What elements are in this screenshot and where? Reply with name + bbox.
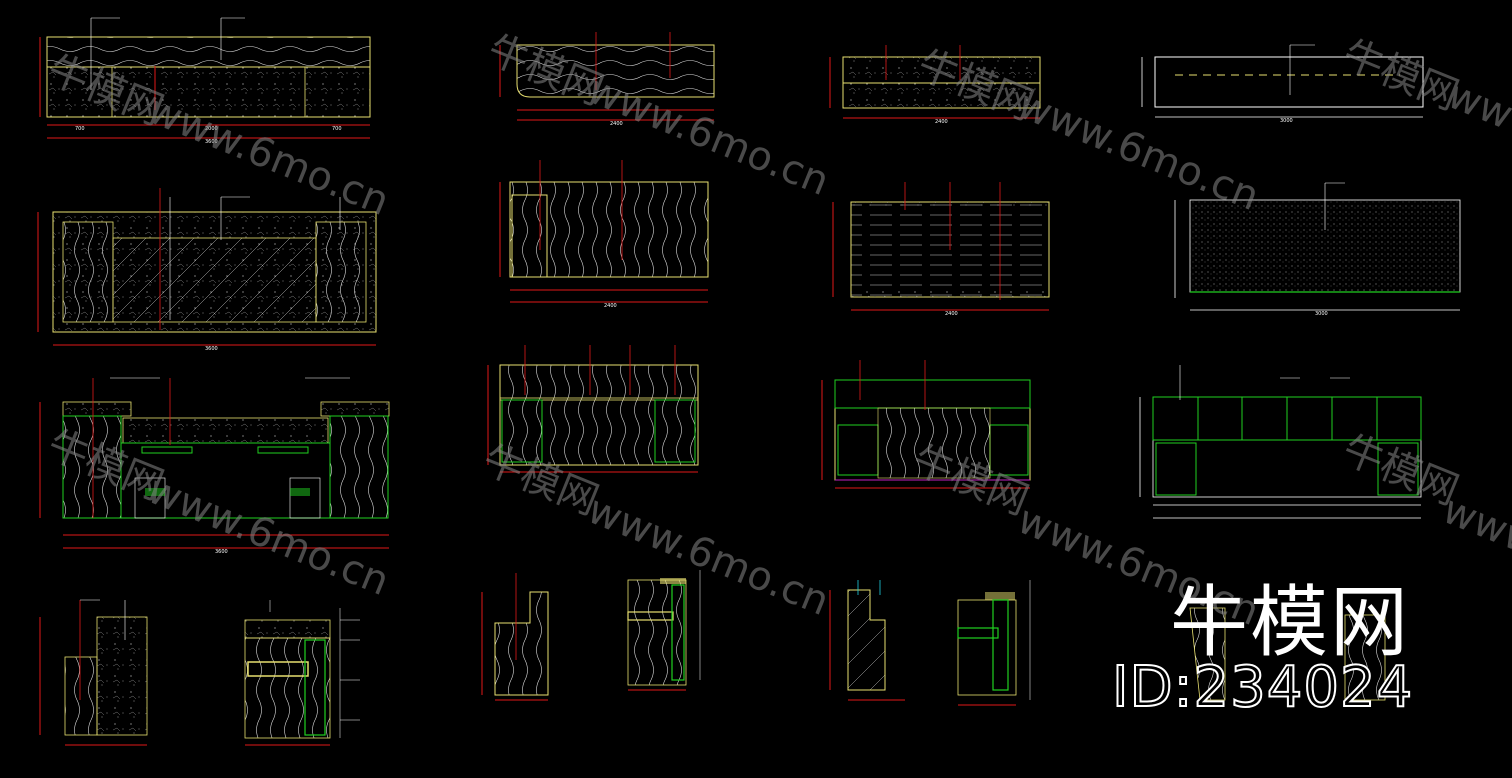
drawing-top-left-elevation: 700 2000 700 3600 — [39, 17, 371, 145]
drawing-far-right-stone: 3000 — [1174, 182, 1461, 317]
drawing-right-top: 2400 — [829, 45, 1041, 125]
drawing-mid-section-a — [481, 573, 549, 701]
drawing-far-right-top: 3000 — [1141, 44, 1424, 124]
drawing-front-elevation: 3600 — [39, 377, 390, 555]
dim-elev-total: 3600 — [215, 549, 228, 555]
dim-far-right-total-2: 3000 — [1315, 311, 1328, 317]
drawing-side-section-left — [39, 599, 148, 746]
dim-top-left-mid: 2000 — [205, 126, 218, 132]
watermark-brand-3: 牛模网 — [911, 42, 1039, 130]
dim-plan-total: 3600 — [205, 346, 218, 352]
watermark-url-3: www.6mo.cn — [1011, 82, 1265, 220]
drawing-right-section-a — [829, 580, 905, 701]
drawing-counter-section-1 — [244, 600, 360, 746]
dim-mid-total-1: 2400 — [610, 121, 623, 127]
drawing-right-section-b — [957, 580, 1031, 706]
dim-right-total-1: 2400 — [935, 119, 948, 125]
dim-top-left-side-2: 700 — [332, 126, 342, 132]
drawing-plan-view: 3600 — [37, 188, 377, 352]
drawing-mid-back — [487, 345, 699, 473]
drawing-far-right-cabinet — [1139, 365, 1422, 519]
drawing-mid-section-b — [627, 570, 701, 691]
dim-far-right-total-1: 3000 — [1280, 118, 1293, 124]
brand-id-text: ID:234024 — [1111, 654, 1414, 721]
drawing-right-side: 2400 — [832, 182, 1050, 317]
dim-right-total-2: 2400 — [945, 311, 958, 317]
drawing-right-back — [821, 360, 1031, 489]
watermark-url-6: www.6mo.cn — [581, 487, 835, 625]
dim-mid-total-2: 2400 — [604, 303, 617, 309]
watermark-brand-2: 牛模网 — [481, 27, 609, 115]
dim-top-left-side-1: 700 — [75, 126, 85, 132]
drawing-far-right-section — [1189, 607, 1386, 701]
watermark-brand-4: 牛模网 — [1336, 32, 1464, 120]
dim-top-left-total: 3600 — [205, 139, 218, 145]
brand-logo-text: 牛模网 — [1170, 578, 1411, 668]
drawing-mid-top: 2400 — [499, 32, 715, 127]
drawing-mid-side: 2400 — [499, 160, 709, 309]
